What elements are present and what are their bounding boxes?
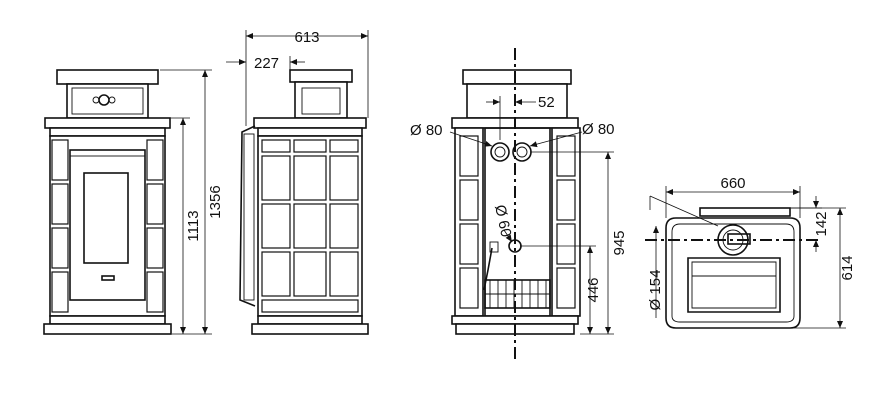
dimension-446-label: 446: [585, 277, 602, 302]
side-view: [239, 69, 369, 335]
dimension-1113-label: 1113: [185, 210, 202, 241]
right-flue-diameter-label: Ø 80: [582, 121, 615, 138]
plan-view: [645, 207, 822, 329]
dimension-613-label: 613: [294, 29, 319, 46]
dimension-227: 227: [226, 55, 305, 72]
dimension-inner-pipe: Ø 60: [491, 203, 514, 243]
dimension-660-label: 660: [720, 175, 745, 192]
dimension-142-label: 142: [813, 211, 830, 236]
dimension-945: 945: [530, 151, 628, 335]
dimension-614-label: 614: [839, 255, 856, 280]
dimension-right-flue: Ø 80: [529, 121, 615, 148]
dimension-52: 52: [486, 94, 555, 140]
dimension-227-label: 227: [254, 55, 279, 72]
dimension-1356-label: 1356: [207, 185, 224, 218]
dimension-154-label: Ø 154: [647, 270, 664, 311]
back-view: [451, 48, 581, 362]
dimension-154: Ø 154: [647, 195, 719, 318]
left-flue-diameter-label: Ø 80: [410, 122, 443, 139]
dimension-446: 446: [520, 245, 602, 334]
dimension-660: 660: [665, 175, 801, 218]
ornament-icon: [92, 94, 116, 106]
inner-pipe-diameter-label: Ø 60: [491, 203, 514, 238]
dimension-613: 613: [245, 29, 369, 126]
dimension-52-label: 52: [538, 94, 555, 111]
dimension-614: 614: [790, 207, 856, 329]
front-view: [43, 69, 172, 335]
dimension-left-flue: Ø 80: [410, 122, 493, 147]
dimension-1113: 1113: [168, 117, 202, 335]
dimension-945-label: 945: [611, 230, 628, 255]
dimension-1356: 1356: [160, 69, 224, 335]
